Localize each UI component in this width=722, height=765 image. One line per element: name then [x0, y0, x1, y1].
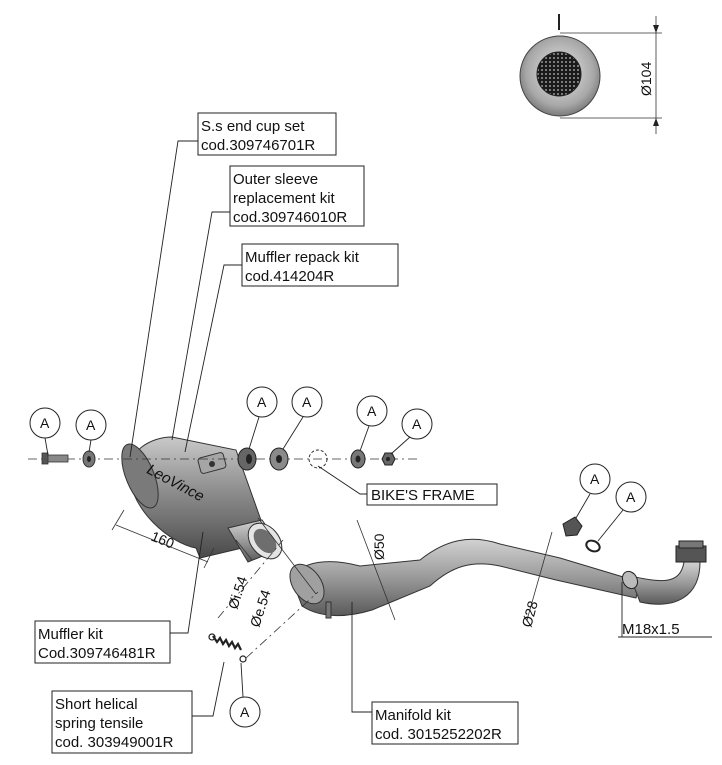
label-thread: M18x1.5: [622, 621, 680, 638]
callout-a-grommet: A: [246, 386, 278, 450]
manifold-pipe: [291, 538, 641, 617]
dim-inner-diameter: Øi.54: [225, 574, 251, 611]
o2-sensor-boss: [621, 570, 639, 590]
bolt: [41, 452, 69, 465]
svg-text:spring tensile: spring tensile: [55, 715, 143, 732]
callout-a-nut: A: [390, 408, 433, 455]
callout-a-spring: A: [229, 662, 261, 728]
svg-text:cod. 303949001R: cod. 303949001R: [55, 734, 174, 751]
leader-lines: [129, 140, 712, 717]
end-cap-view: Ø104: [519, 14, 662, 134]
callout-a-plug: A: [575, 463, 611, 519]
dim-pipe-diameter-50: Ø50: [371, 533, 387, 560]
label-muffler-kit: Muffler kit Cod.309746481R: [34, 620, 171, 664]
bikes-frame-mount: [308, 449, 328, 469]
label-repack: Muffler repack kit cod.414204R: [241, 243, 399, 287]
label-spring: Short helical spring tensile cod. 303949…: [51, 690, 193, 754]
muffler: LeoVince 160: [111, 436, 283, 569]
svg-text:BIKE'S FRAME: BIKE'S FRAME: [371, 487, 475, 504]
svg-text:A: A: [367, 403, 377, 419]
plug-gasket: [585, 539, 601, 553]
callout-a-washer-1: A: [75, 409, 107, 453]
label-bikes-frame: BIKE'S FRAME: [366, 483, 498, 506]
svg-text:A: A: [302, 394, 312, 410]
svg-text:A: A: [40, 415, 50, 431]
svg-text:A: A: [240, 704, 250, 720]
muffler-end-cap: [121, 443, 159, 509]
washer-3: [350, 449, 366, 469]
callout-a-gasket: A: [597, 481, 647, 542]
svg-text:A: A: [257, 394, 267, 410]
sensor-plug: [562, 516, 583, 537]
svg-text:A: A: [590, 471, 600, 487]
label-outer-sleeve: Outer sleeve replacement kit cod.3097460…: [229, 165, 365, 227]
manifold-hook: [325, 601, 332, 619]
rubber-grommet: [237, 447, 257, 471]
svg-text:Cod.309746481R: Cod.309746481R: [38, 645, 156, 662]
label-manifold: Manifold kit cod. 3015252202R: [371, 701, 519, 745]
svg-text:Muffler kit: Muffler kit: [38, 626, 104, 643]
callout-a-washer-2: A: [282, 386, 323, 450]
svg-text:S.s end cup set: S.s end cup set: [201, 118, 305, 135]
svg-text:replacement kit: replacement kit: [233, 190, 336, 207]
header-bend: [629, 561, 701, 605]
manifold: Ø50 Ø28: [289, 516, 707, 629]
spring: [208, 633, 247, 663]
svg-text:Short helical: Short helical: [55, 696, 138, 713]
label-end-cup: S.s end cup set cod.309746701R: [197, 112, 337, 156]
svg-text:cod.414204R: cod.414204R: [245, 268, 334, 285]
svg-text:cod.309746701R: cod.309746701R: [201, 137, 315, 154]
svg-text:cod.309746010R: cod.309746010R: [233, 209, 347, 226]
svg-text:Outer sleeve: Outer sleeve: [233, 171, 318, 188]
callout-a-bolt: A: [29, 407, 61, 456]
washer-1: [82, 450, 96, 468]
nut: [381, 452, 396, 466]
dim-pipe-diameter-28: Ø28: [518, 599, 540, 629]
svg-text:A: A: [86, 417, 96, 433]
svg-text:Manifold kit: Manifold kit: [375, 707, 452, 724]
washer-2: [269, 447, 289, 471]
callout-a-washer-3: A: [356, 395, 388, 452]
dim-end-cap-diameter: Ø104: [638, 62, 654, 96]
dim-outer-diameter: Øe.54: [247, 588, 274, 629]
svg-text:Muffler repack kit: Muffler repack kit: [245, 249, 360, 266]
svg-text:cod. 3015252202R: cod. 3015252202R: [375, 726, 502, 743]
svg-text:A: A: [626, 489, 636, 505]
end-cap-mesh: [536, 51, 582, 97]
svg-text:A: A: [412, 416, 422, 432]
